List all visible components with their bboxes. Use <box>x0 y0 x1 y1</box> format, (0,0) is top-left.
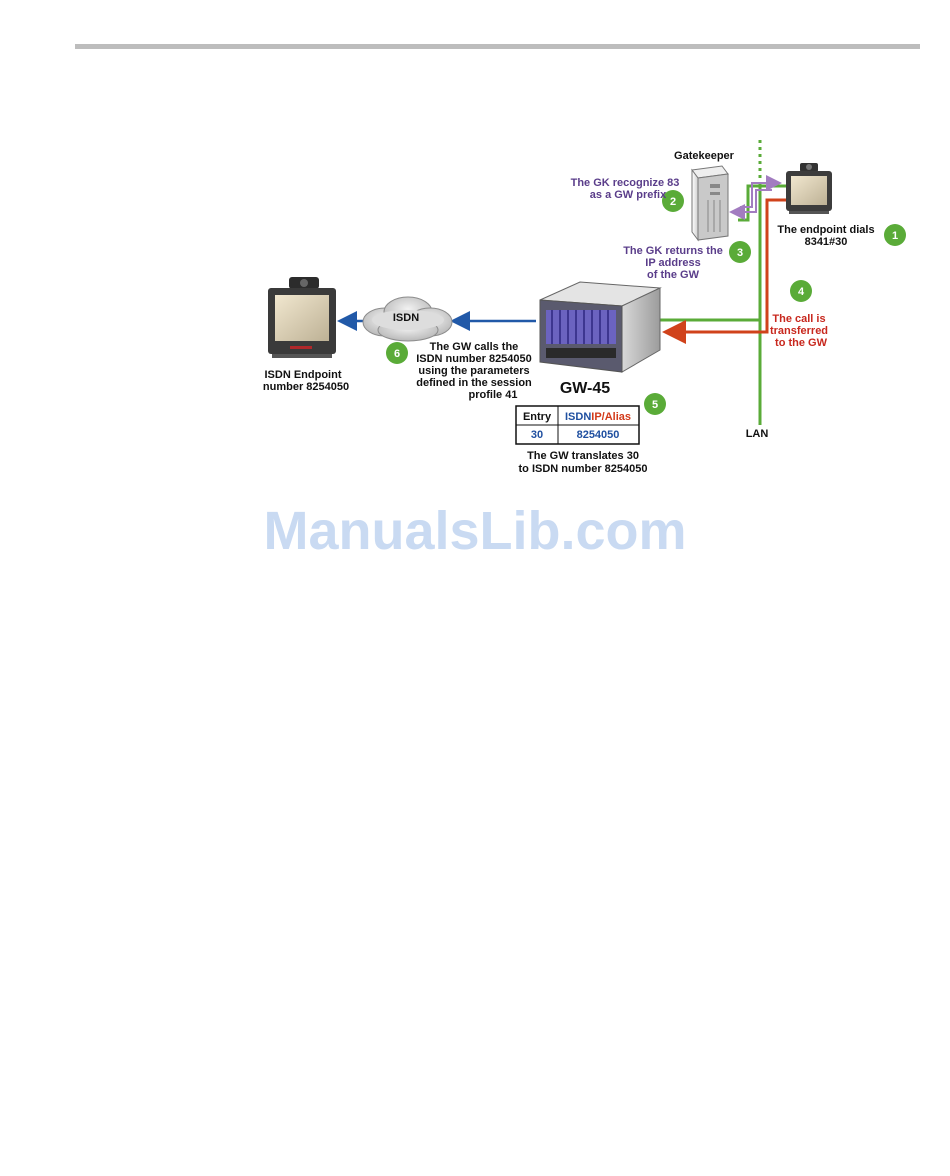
gw-calls-line-1: The GW calls the <box>430 341 519 353</box>
table-header-isdn: ISDN <box>565 411 591 423</box>
gk-recognize-line-1: The GK recognize 83 <box>571 177 680 189</box>
gateway-name-label: GW-45 <box>560 380 610 397</box>
gw-calls-line-2: ISDN number 8254050 <box>416 353 532 365</box>
table-cell-entry: 30 <box>531 429 543 441</box>
endpoint-dials-line-1: The endpoint dials <box>777 224 874 236</box>
svg-text:3: 3 <box>737 247 743 259</box>
svg-text:5: 5 <box>652 399 658 411</box>
call-transferred-line-1: The call is <box>772 313 825 325</box>
gateway-chassis-icon <box>539 281 662 373</box>
isdn-endpoint-line-1: ISDN Endpoint <box>265 369 342 381</box>
call-transfer-arrow <box>662 198 790 344</box>
gatekeeper-server-icon <box>691 165 729 242</box>
endpoint-dials-line-2: 8341#30 <box>805 236 848 248</box>
gk-signaling-arrows <box>729 175 782 220</box>
call-transferred-line-2: transferred <box>770 325 828 337</box>
gk-returns-line-2: IP address <box>645 257 700 269</box>
gk-recognize-line-2: as a GW prefix <box>590 189 667 201</box>
table-header-entry: Entry <box>523 411 552 423</box>
step-badge-6: 6 <box>386 342 408 364</box>
isdn-cloud-icon <box>362 296 453 342</box>
isdn-endpoint-icon <box>268 277 336 358</box>
table-header-isdn-ip-alias: ISDNIP/Alias <box>565 411 631 423</box>
step-badge-3: 3 <box>729 241 751 263</box>
svg-text:6: 6 <box>394 348 400 360</box>
isdn-cloud-label: ISDN <box>393 312 419 324</box>
step-badge-2: 2 <box>662 190 684 212</box>
gatekeeper-label: Gatekeeper <box>674 150 735 162</box>
svg-text:4: 4 <box>798 286 805 298</box>
step-badge-5: 5 <box>644 393 666 415</box>
top-rule <box>75 44 920 49</box>
table-header-ip-alias: IP/Alias <box>591 411 631 423</box>
gw-calls-line-4: defined in the session <box>416 377 532 389</box>
isdn-endpoint-line-2: number 8254050 <box>263 381 349 393</box>
table-cell-value: 8254050 <box>577 429 620 441</box>
video-endpoint-icon <box>786 163 832 214</box>
gk-returns-line-1: The GK returns the <box>623 245 723 257</box>
step-badge-1: 1 <box>884 224 906 246</box>
translation-table: Entry ISDNIP/Alias 30 8254050 <box>515 405 640 445</box>
lan-label: LAN <box>746 428 769 440</box>
watermark: ManualsLib.com <box>263 501 687 561</box>
step-badge-4: 4 <box>790 280 812 302</box>
call-transferred-line-3: to the GW <box>775 337 828 349</box>
gw-translates-line-2: to ISDN number 8254050 <box>519 463 648 475</box>
gw-calls-line-5: profile 41 <box>469 389 518 401</box>
svg-text:1: 1 <box>892 230 898 242</box>
svg-text:2: 2 <box>670 196 676 208</box>
gk-returns-line-3: of the GW <box>647 269 700 281</box>
gw-calls-line-3: using the parameters <box>418 365 529 377</box>
gw-translates-line-1: The GW translates 30 <box>527 450 639 462</box>
